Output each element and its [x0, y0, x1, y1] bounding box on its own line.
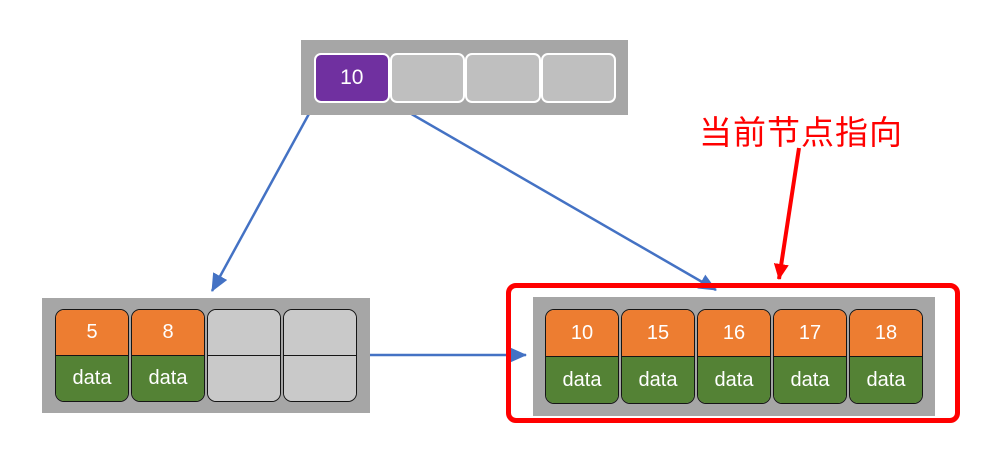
right-leaf-col-5: 18 data [849, 309, 923, 404]
right-leaf-node: 10 data 15 data 16 data 17 data 18 data [533, 297, 935, 416]
root-cell-key: 10 [314, 53, 390, 103]
leaf-key-cell: 17 [774, 310, 846, 356]
root-cell-empty-1 [389, 53, 465, 103]
leaf-data-cell: data [698, 356, 770, 403]
root-node: 10 [301, 40, 628, 115]
leaf-data-cell: data [546, 356, 618, 403]
leaf-data-cell: data [774, 356, 846, 403]
leaf-key-cell: 16 [698, 310, 770, 356]
leaf-key-cell [284, 310, 356, 355]
leaf-data-cell: data [850, 356, 922, 403]
leaf-key-cell: 15 [622, 310, 694, 356]
root-cell-empty-2 [465, 53, 541, 103]
arrow-annotation-to-node [773, 147, 801, 280]
arrow-root-to-left-leaf [210, 100, 318, 292]
left-leaf-col-2: 8 data [131, 309, 205, 402]
root-cell-empty-3 [540, 53, 616, 103]
right-leaf-col-1: 10 data [545, 309, 619, 404]
leaf-data-cell: data [56, 355, 128, 401]
right-leaf-col-3: 16 data [697, 309, 771, 404]
left-leaf-node: 5 data 8 data [42, 298, 370, 413]
root-cell-key-label: 10 [340, 66, 364, 89]
leaf-key-cell: 8 [132, 310, 204, 355]
right-leaf-col-2: 15 data [621, 309, 695, 404]
leaf-key-cell: 5 [56, 310, 128, 355]
left-leaf-col-4 [283, 309, 357, 402]
leaf-data-cell [208, 355, 280, 401]
leaf-data-cell: data [622, 356, 694, 403]
leaf-key-cell: 18 [850, 310, 922, 356]
left-leaf-col-3 [207, 309, 281, 402]
right-leaf-col-4: 17 data [773, 309, 847, 404]
arrow-root-to-right-leaf [388, 99, 717, 292]
annotation-label: 当前节点指向 [699, 114, 903, 151]
current-node-highlight [506, 283, 960, 423]
left-leaf-col-1: 5 data [55, 309, 129, 402]
leaf-data-cell: data [132, 355, 204, 401]
leaf-key-cell: 10 [546, 310, 618, 356]
leaf-data-cell [284, 355, 356, 401]
leaf-key-cell [208, 310, 280, 355]
